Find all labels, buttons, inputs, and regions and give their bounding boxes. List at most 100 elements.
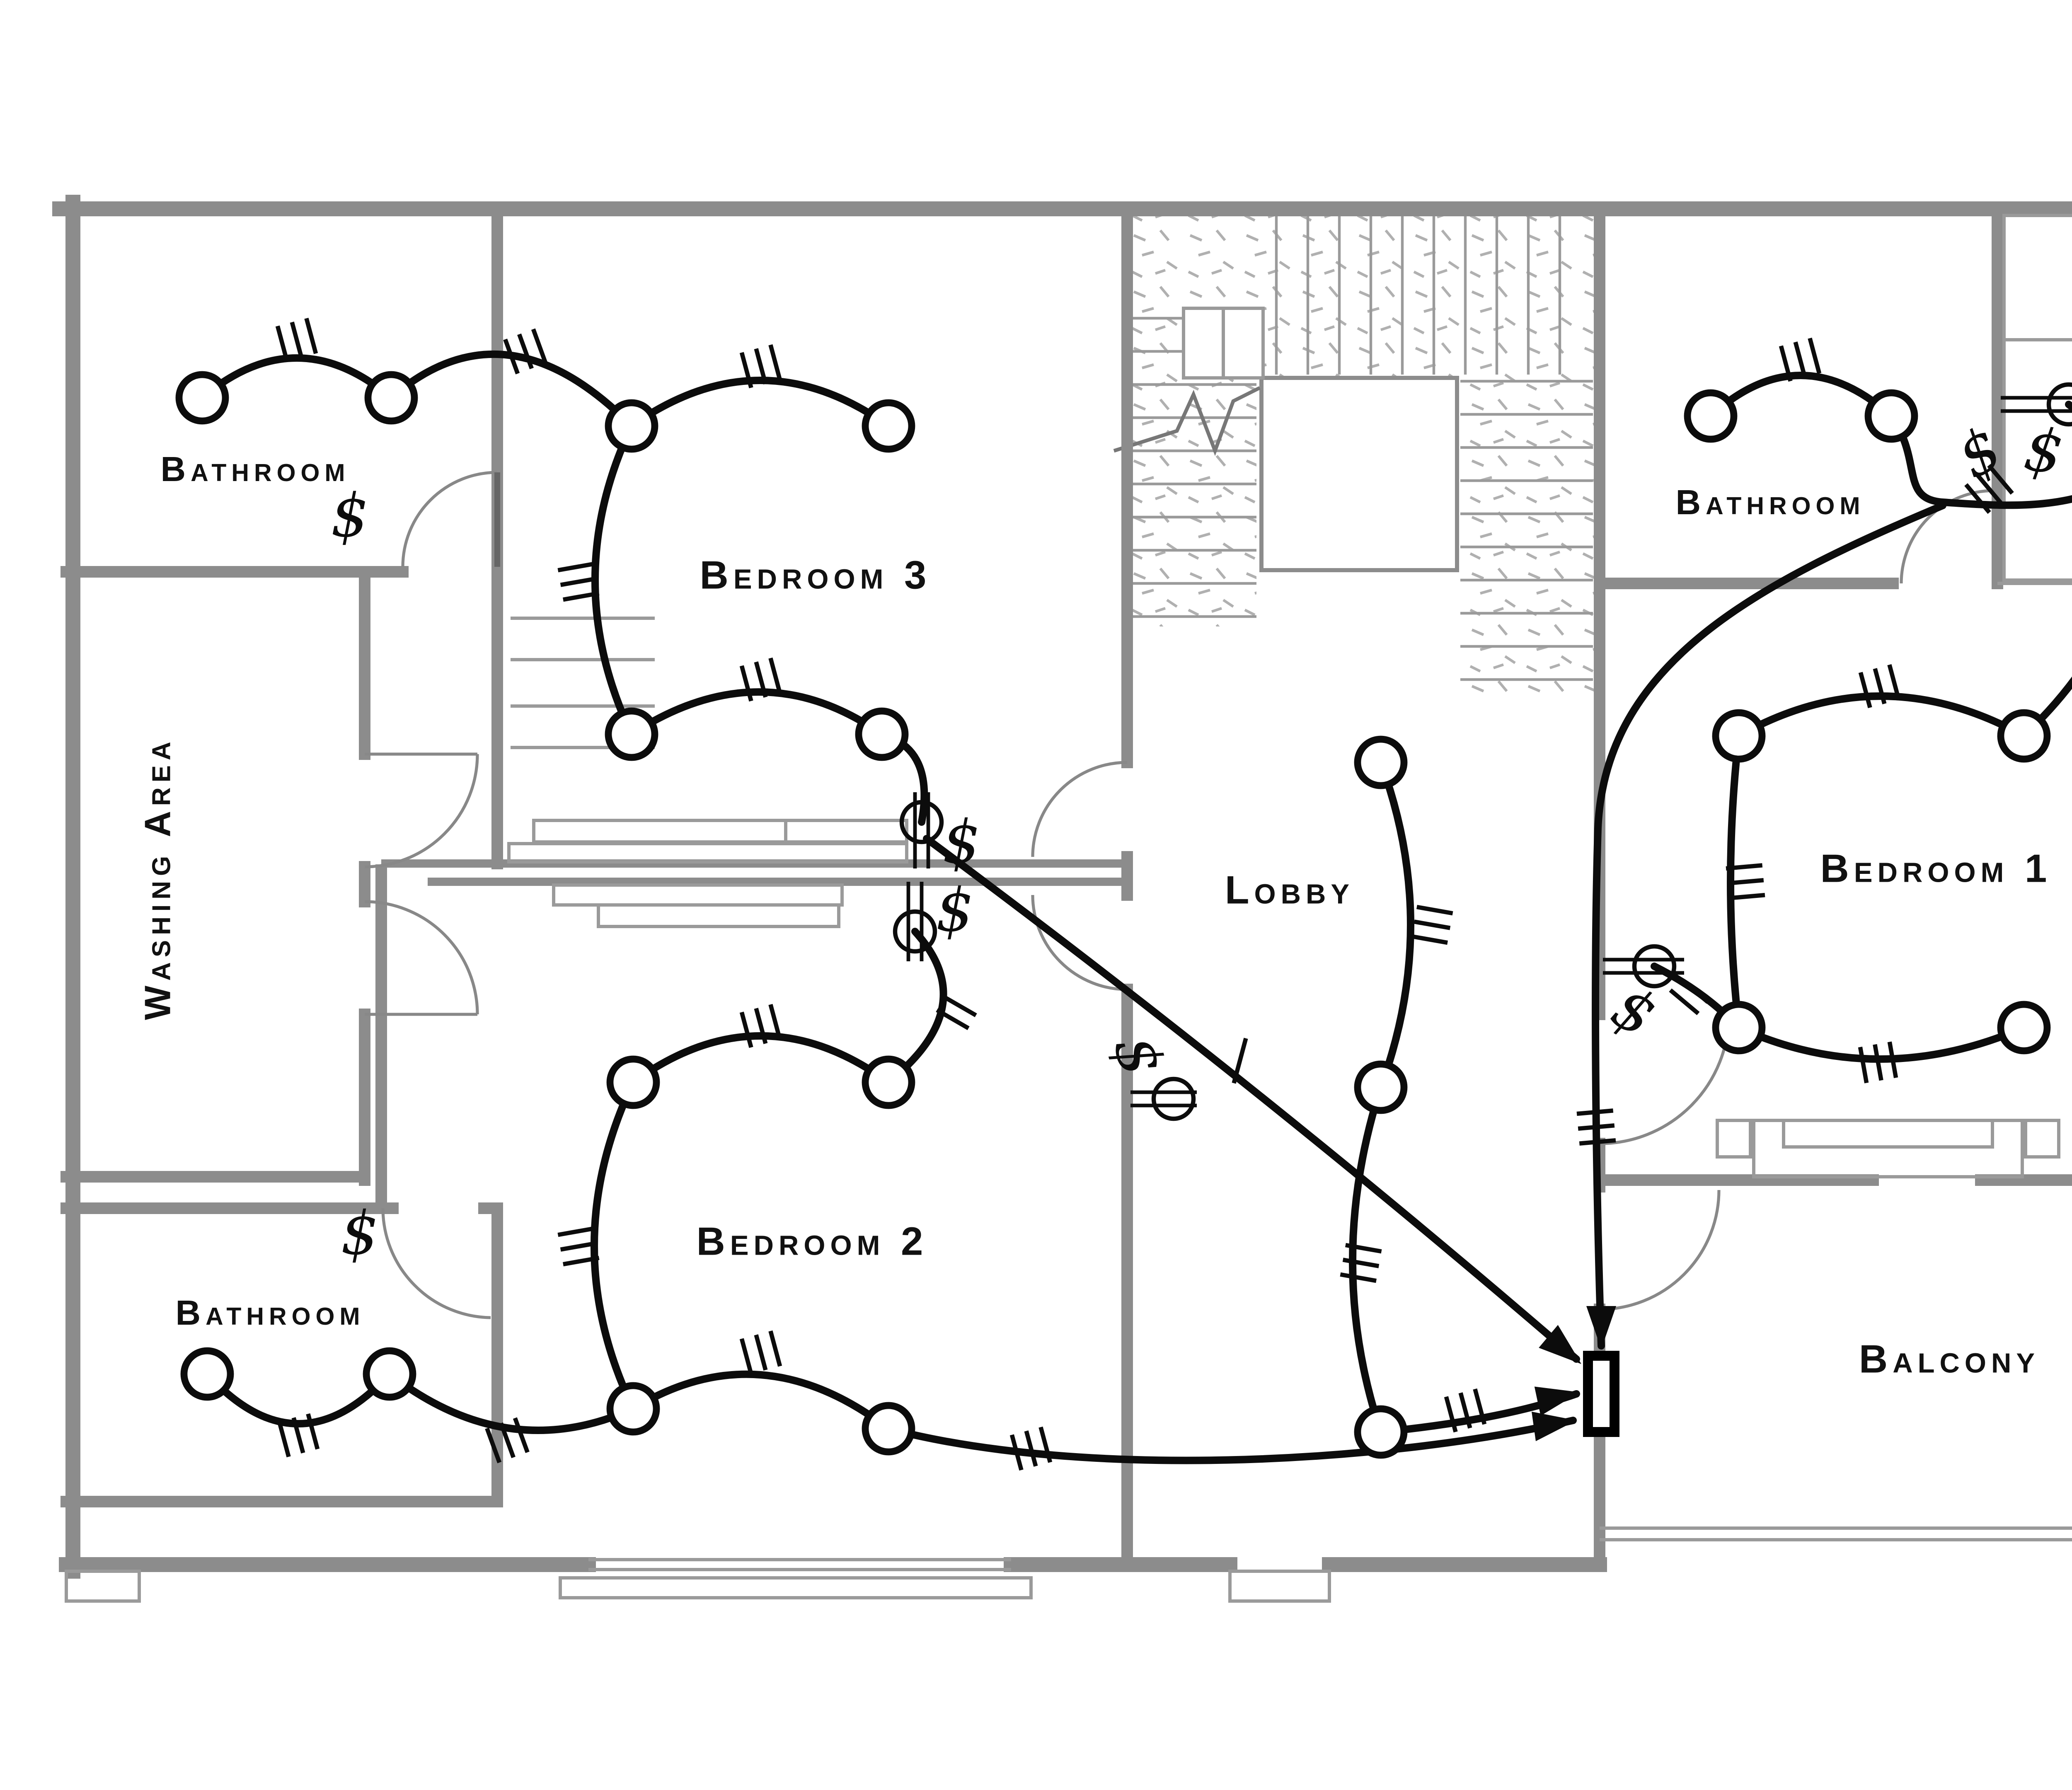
wire-ticks-1 [275, 317, 318, 362]
room-label-bedroom-2: Bedroom 2 [697, 1219, 928, 1264]
ceiling-light-symbol-14 [1354, 1060, 1408, 1114]
ceiling-light-symbol-20 [1997, 709, 2051, 763]
ceiling-light-symbol-1 [175, 371, 229, 425]
wire-ticks-24 [1669, 977, 1709, 1016]
ceiling-light-symbol-21 [1712, 1001, 1766, 1055]
switch-symbol-2: $ [942, 807, 980, 877]
receptacle-symbol-4 [2001, 382, 2072, 427]
receptacle-symbol-5 [1130, 1076, 1197, 1121]
room-label-bedroom-3: Bedroom 3 [700, 553, 932, 597]
switch-symbol-5: $ [1100, 1028, 1177, 1083]
ceiling-light-symbol-22 [1997, 1001, 2051, 1055]
wire-5 [628, 688, 886, 738]
room-label-bedroom-1: Bedroom 1 [1820, 847, 2052, 891]
ceiling-light-symbol-13 [1354, 735, 1408, 789]
ceiling-light-symbol-9 [606, 1382, 660, 1436]
stairs [1113, 215, 1596, 696]
wire-18 [1707, 372, 1895, 420]
panel-board-symbol [1583, 1351, 1619, 1437]
panel-feed-arrow-2 [1586, 1306, 1616, 1349]
receptacle-symbol-3 [1603, 944, 1684, 989]
wire-20 [2065, 401, 2072, 412]
ceiling-light-symbol-7 [606, 1055, 660, 1109]
wire-3 [628, 377, 892, 430]
walls-exterior [52, 195, 2072, 1579]
stair-left-flight-texture [1122, 378, 1256, 626]
wire-8 [885, 928, 947, 1086]
ceiling-light-symbol-4 [862, 399, 915, 453]
wire-19 [1888, 412, 2072, 509]
wire-ticks-11 [485, 1417, 530, 1463]
switch-symbol-8: $ [2020, 414, 2067, 488]
ceiling-light-symbol-6 [855, 707, 909, 761]
room-label-bathroom-top-left: Bathroom [160, 450, 350, 489]
ceiling-light-symbol-10 [862, 1402, 915, 1456]
wire-ticks-25 [1576, 1108, 1616, 1146]
wire-ticks-23 [1858, 1041, 1898, 1084]
ceiling-light-symbol-16 [1684, 389, 1738, 443]
wire-4 [591, 422, 635, 738]
switch-symbol-1: $ [331, 481, 369, 550]
wire-ticks-4 [557, 561, 600, 602]
ceiling-light-symbol-3 [605, 399, 658, 453]
wire-ticks-17 [1779, 337, 1822, 382]
wire-15 [1377, 759, 1414, 1091]
wire-ticks-18 [1964, 464, 2014, 514]
ceiling-light-symbol-8 [862, 1055, 915, 1109]
ceiling-light-symbol-15 [1354, 1405, 1408, 1459]
room-label-lobby: Lobby [1225, 868, 1354, 912]
ceiling-light-symbol-2 [364, 371, 418, 425]
stair-landing [1259, 376, 1459, 572]
wire-26 [1592, 502, 1946, 1350]
wire-12 [386, 1370, 637, 1434]
wire-ticks-12 [277, 1413, 320, 1458]
wire-ticks-15 [1340, 1243, 1382, 1283]
wire-9 [629, 1032, 892, 1086]
switch-symbol-4: $ [341, 1198, 379, 1268]
wire-16 [1349, 1084, 1385, 1436]
wire-1 [198, 354, 395, 402]
ceiling-light-symbol-19 [1712, 709, 1766, 763]
wire-ticks-14 [1411, 905, 1453, 945]
wire-ticks-8 [739, 1004, 782, 1048]
ceiling-light-symbol-17 [1864, 389, 1918, 443]
room-label-washing-area: Washing Area [137, 737, 178, 1020]
room-label-bathroom-top-right: Bathroom [1675, 483, 1865, 522]
wire-10 [591, 1079, 637, 1413]
wire-ticks-9 [557, 1226, 600, 1267]
wire-22 [1735, 692, 2028, 740]
wire-ticks-5 [739, 657, 782, 702]
panel-feed-arrow-3 [1534, 1386, 1580, 1416]
wire-ticks-21 [1858, 664, 1901, 709]
panel-feed-arrow-4 [1532, 1411, 1576, 1442]
room-label-balcony: Balcony [1859, 1337, 2040, 1381]
wire-ticks-13 [1009, 1426, 1053, 1471]
stair-break-line [1113, 386, 1261, 456]
switch-symbol-6: $ [1600, 971, 1668, 1050]
wire-ticks-7 [936, 995, 977, 1030]
receptacle-symbol-1 [899, 792, 944, 868]
wire-7 [923, 835, 1580, 1363]
wire-11 [629, 1370, 892, 1432]
ceiling-light-symbol-12 [363, 1347, 416, 1401]
ceiling-light-symbol-5 [605, 707, 658, 761]
wire-ticks-3 [739, 344, 782, 389]
wire-ticks-10 [739, 1330, 782, 1375]
wire-ticks-2 [503, 328, 548, 375]
wire-ticks-22 [1726, 863, 1765, 900]
wire-ticks-6 [1232, 1038, 1248, 1084]
wall-divider-bedrooms [381, 859, 1127, 886]
wire-24 [1735, 1024, 2028, 1063]
wire-2 [387, 350, 635, 430]
receptacle-symbol-2 [893, 882, 937, 961]
stair-right-flight-texture [1460, 378, 1596, 696]
wire-ticks-16 [1444, 1388, 1487, 1433]
wire-21 [2020, 676, 2072, 740]
ceiling-light-symbol-11 [180, 1347, 234, 1401]
switch-symbol-3: $ [936, 875, 974, 945]
panel-feed-arrow-1 [1539, 1325, 1581, 1364]
room-label-bathroom-bottom-left: Bathroom [175, 1293, 365, 1332]
wire-13 [203, 1370, 393, 1427]
wire-14 [885, 1417, 1577, 1464]
